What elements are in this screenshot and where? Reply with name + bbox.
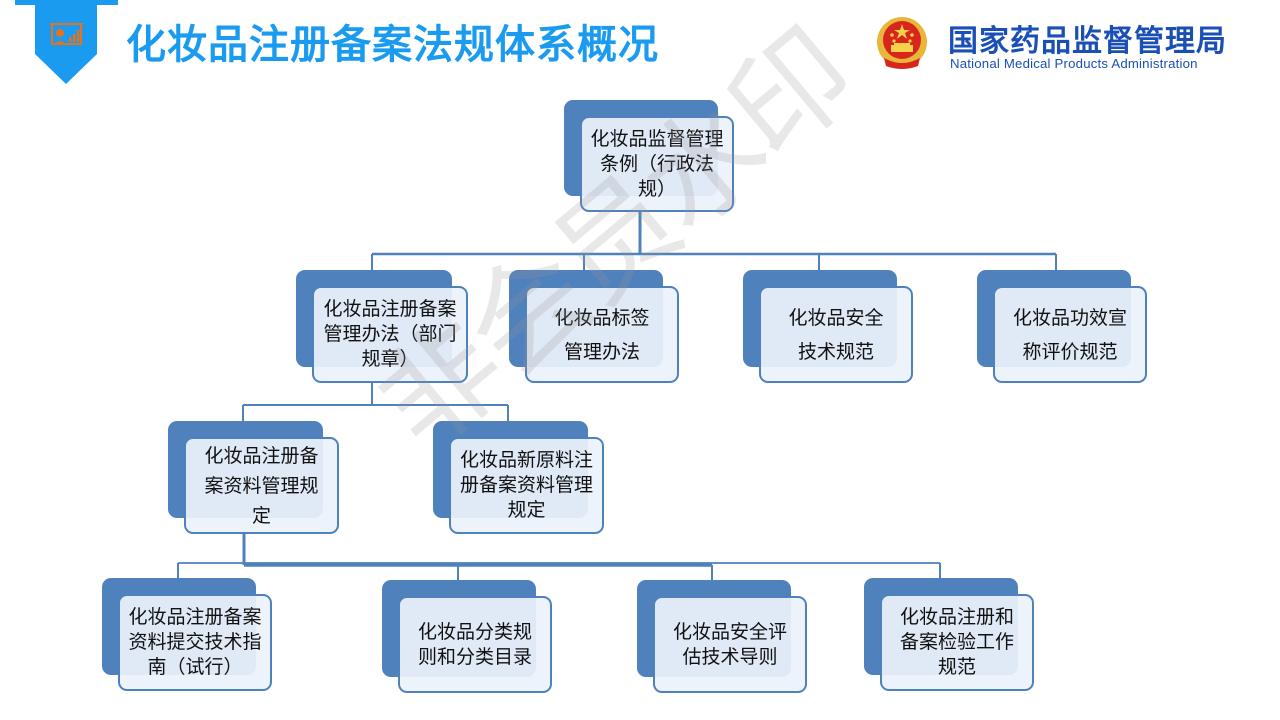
node-registration-measures: 化妆品注册备案管理办法（部门规章） [296,270,468,383]
node-label-measures: 化妆品标签管理办法 [509,270,679,383]
nmpa-logo: 国家药品监督管理局 National Medical Products Admi… [872,12,1272,76]
node-new-ingredient-dossier-rules: 化妆品新原料注册备案资料管理规定 [433,421,604,534]
node-safety-specification: 化妆品安全技术规范 [743,270,913,383]
node-label: 化妆品监督管理条例（行政法规） [590,127,724,200]
node-registration-dossier-rules: 化妆品注册备案资料管理规定 [168,421,339,534]
node-label: 化妆品分类规则和分类目录 [417,620,532,668]
node-root-regulation: 化妆品监督管理条例（行政法规） [564,100,734,212]
presentation-chart-icon [50,23,83,45]
node-label: 化妆品安全评估技术导则 [672,620,787,668]
node-label: 化妆品标签管理办法 [554,306,650,363]
node-efficacy-claim-specification: 化妆品功效宣称评价规范 [977,270,1147,383]
node-label: 化妆品注册备案资料提交技术指南（试行） [128,606,262,678]
node-inspection-work-specification: 化妆品注册和备案检验工作规范 [864,578,1034,691]
nmpa-name-en: National Medical Products Administration [950,56,1198,71]
node-label: 化妆品注册和备案检验工作规范 [899,606,1014,678]
node-label: 化妆品新原料注册备案资料管理规定 [459,449,593,521]
national-emblem-icon [877,17,927,69]
node-dossier-submission-guideline: 化妆品注册备案资料提交技术指南（试行） [102,578,272,691]
page-title: 化妆品注册备案法规体系概况 [126,22,659,68]
node-label: 化妆品注册备案资料管理规定 [204,444,319,527]
node-label: 化妆品注册备案管理办法（部门规章） [323,298,457,370]
node-label: 化妆品安全技术规范 [788,306,884,363]
node-classification-rules: 化妆品分类规则和分类目录 [382,580,552,693]
node-label: 化妆品功效宣称评价规范 [1012,306,1127,363]
nmpa-name-cn: 国家药品监督管理局 [948,24,1227,59]
title-ribbon [35,0,97,84]
node-safety-assessment-guideline: 化妆品安全评估技术导则 [637,580,807,693]
